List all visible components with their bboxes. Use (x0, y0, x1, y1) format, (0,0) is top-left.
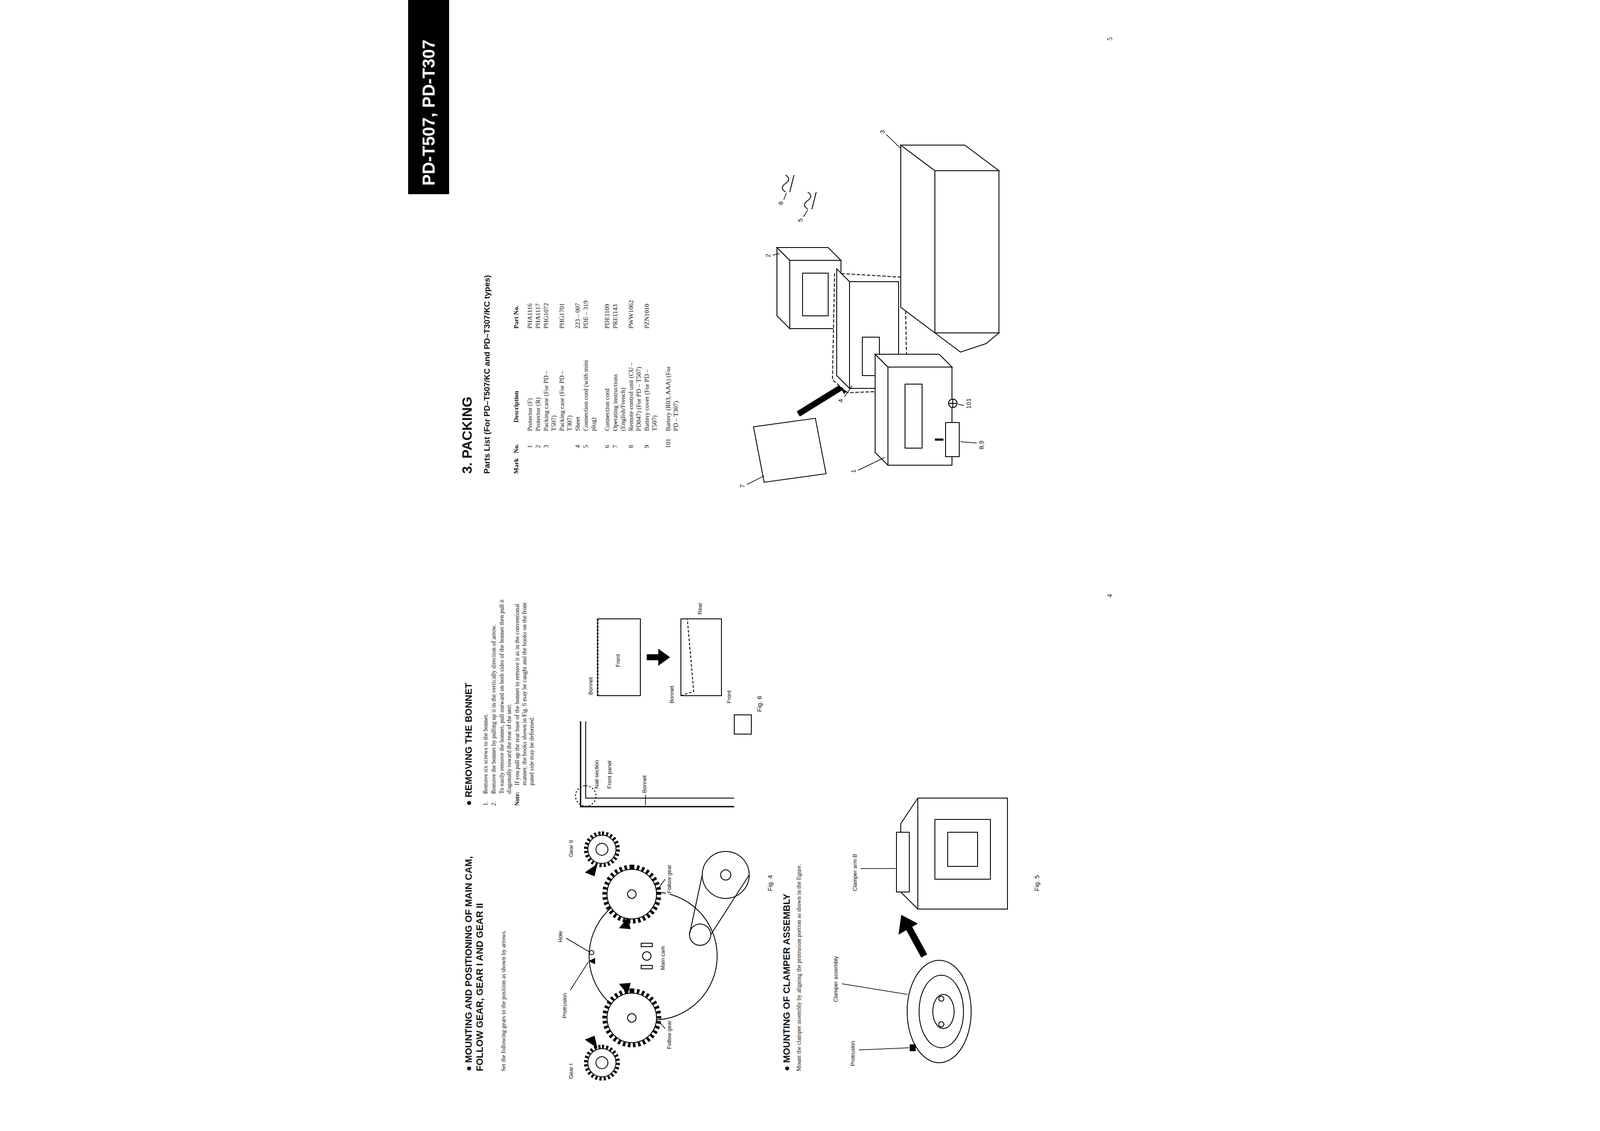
table-cell: PHA1117 (534, 303, 542, 329)
table-cell: 6 (603, 445, 611, 449)
part-label: Hole (557, 930, 564, 944)
part-label: Main cam (659, 945, 667, 972)
table-header: Mark (512, 458, 520, 474)
body-text: Set the following gears to the position … (500, 832, 508, 1072)
table-title: Parts List (For PD–T507/KC and PD–T307/K… (482, 149, 493, 474)
gear-illustration (566, 833, 750, 1080)
table-cell: 4 (573, 445, 582, 449)
callout-number: 7 (738, 483, 747, 489)
callout-number: 1 (849, 468, 858, 474)
table-cell: Connection cord (603, 358, 611, 432)
table-cell: 223 – 007 (573, 303, 582, 329)
part-label: Gear I (567, 1062, 575, 1081)
table-cell: PHG1072 (542, 303, 550, 329)
bonnet-illustration (575, 618, 752, 807)
body-text: To easily remove the bonnet, pull outwar… (498, 597, 514, 795)
table-cell: PDE1109 (603, 303, 611, 329)
table-cell: 101 (664, 438, 672, 449)
step-number: 2. (490, 801, 498, 807)
part-label: Rear (696, 601, 704, 616)
table-cell: Packing case (For PD – T307) (557, 358, 574, 432)
clamper-illustration (841, 798, 1008, 1063)
section-heading: ● MOUNTING AND POSITIONING OF MAIN CAM, … (463, 832, 486, 1072)
body-text: Mount the clamper assembly by aligning t… (795, 815, 803, 1072)
table-cell: PWW1062 (627, 300, 635, 329)
table-cell: Remote control unit (CU – PD047) (For PD… (627, 358, 643, 432)
table-cell: 7 (611, 445, 619, 449)
step-text: Remove six screws to the bonnet. (482, 597, 490, 795)
table-cell: 9 (642, 445, 651, 449)
model-header: PD-T507, PD-T307 (418, 39, 439, 186)
table-cell: PZN1010 (642, 303, 651, 329)
note-label: Note: (513, 791, 522, 806)
page-number: 4 (1105, 594, 1114, 598)
table-header: No. (512, 443, 520, 454)
table-cell: 2 (534, 445, 542, 449)
section-heading: ● REMOVING THE BONNET (463, 592, 475, 806)
section-heading: ● MOUNTING OF CLAMPER ASSEMBLY (781, 815, 793, 1072)
part-label: Front panel (606, 759, 614, 790)
section-heading: 3. PACKING (458, 396, 476, 474)
table-cell: PHA1116 (525, 303, 534, 329)
step-text: Remove the bonnet by pulling up it in th… (490, 597, 498, 795)
part-label: Protrusion (561, 992, 569, 1020)
table-cell: Battery cover (For PD – T507) (642, 358, 659, 432)
table-cell: Connection cord (with mini plug) (581, 358, 598, 432)
table-header: Part No. (512, 305, 520, 329)
page-number: 5 (1105, 37, 1114, 41)
table-cell: PRE1143 (611, 304, 619, 329)
table-cell: 3 (542, 445, 550, 449)
table-cell: Battery (R03, AAA) (For PD – T307) (664, 358, 680, 432)
part-label: Bonnet (587, 676, 595, 696)
step-number: 1. (482, 801, 490, 807)
figure-caption: Fig. 5 (1033, 874, 1041, 893)
part-label: Clamper arm B (851, 853, 859, 893)
callout-number: 101 (964, 397, 973, 410)
part-label: Front (725, 689, 733, 705)
table-cell: Protector (F) (525, 358, 534, 432)
part-label: Follow gear (665, 864, 673, 895)
callout-number: 3 (878, 129, 887, 135)
part-label: Front (614, 653, 622, 669)
part-label: Clamper assembly (832, 955, 840, 1004)
table-cell: Protector (R) (534, 358, 542, 432)
table-cell: PHG1701 (557, 303, 566, 329)
part-label: Nail section (593, 759, 601, 790)
callout-number: 8,9 (977, 439, 986, 451)
part-label: Bonnet (668, 685, 676, 705)
table-cell: 8 (627, 445, 635, 449)
table-cell: Operating instructions (English/French) (611, 358, 627, 432)
note-text: If you pull up the rear base of the bonn… (513, 597, 536, 786)
part-label: Bonnet (641, 774, 649, 795)
table-cell: PDE – 319 (581, 300, 590, 329)
figure-caption: Fig. 4 (766, 874, 774, 893)
part-label: Protrusion (849, 1040, 857, 1068)
table-cell: 1 (525, 445, 534, 449)
header-bar (408, 0, 450, 195)
table-header: Description (512, 391, 520, 423)
callout-number: 4 (836, 398, 845, 404)
callout-number: 2 (764, 253, 772, 259)
part-label: Follow gear (665, 1019, 673, 1051)
figure-caption: Fig. 6 (755, 694, 764, 713)
table-cell: Packing case (For PD – T507) (542, 358, 558, 432)
table-cell: Sheet (573, 358, 582, 432)
callout-number: 5 (796, 217, 805, 223)
packing-illustration (747, 134, 999, 485)
table-cell: 5 (581, 445, 590, 449)
part-label: Gear II (567, 839, 575, 859)
callout-number: 6 (776, 200, 785, 206)
